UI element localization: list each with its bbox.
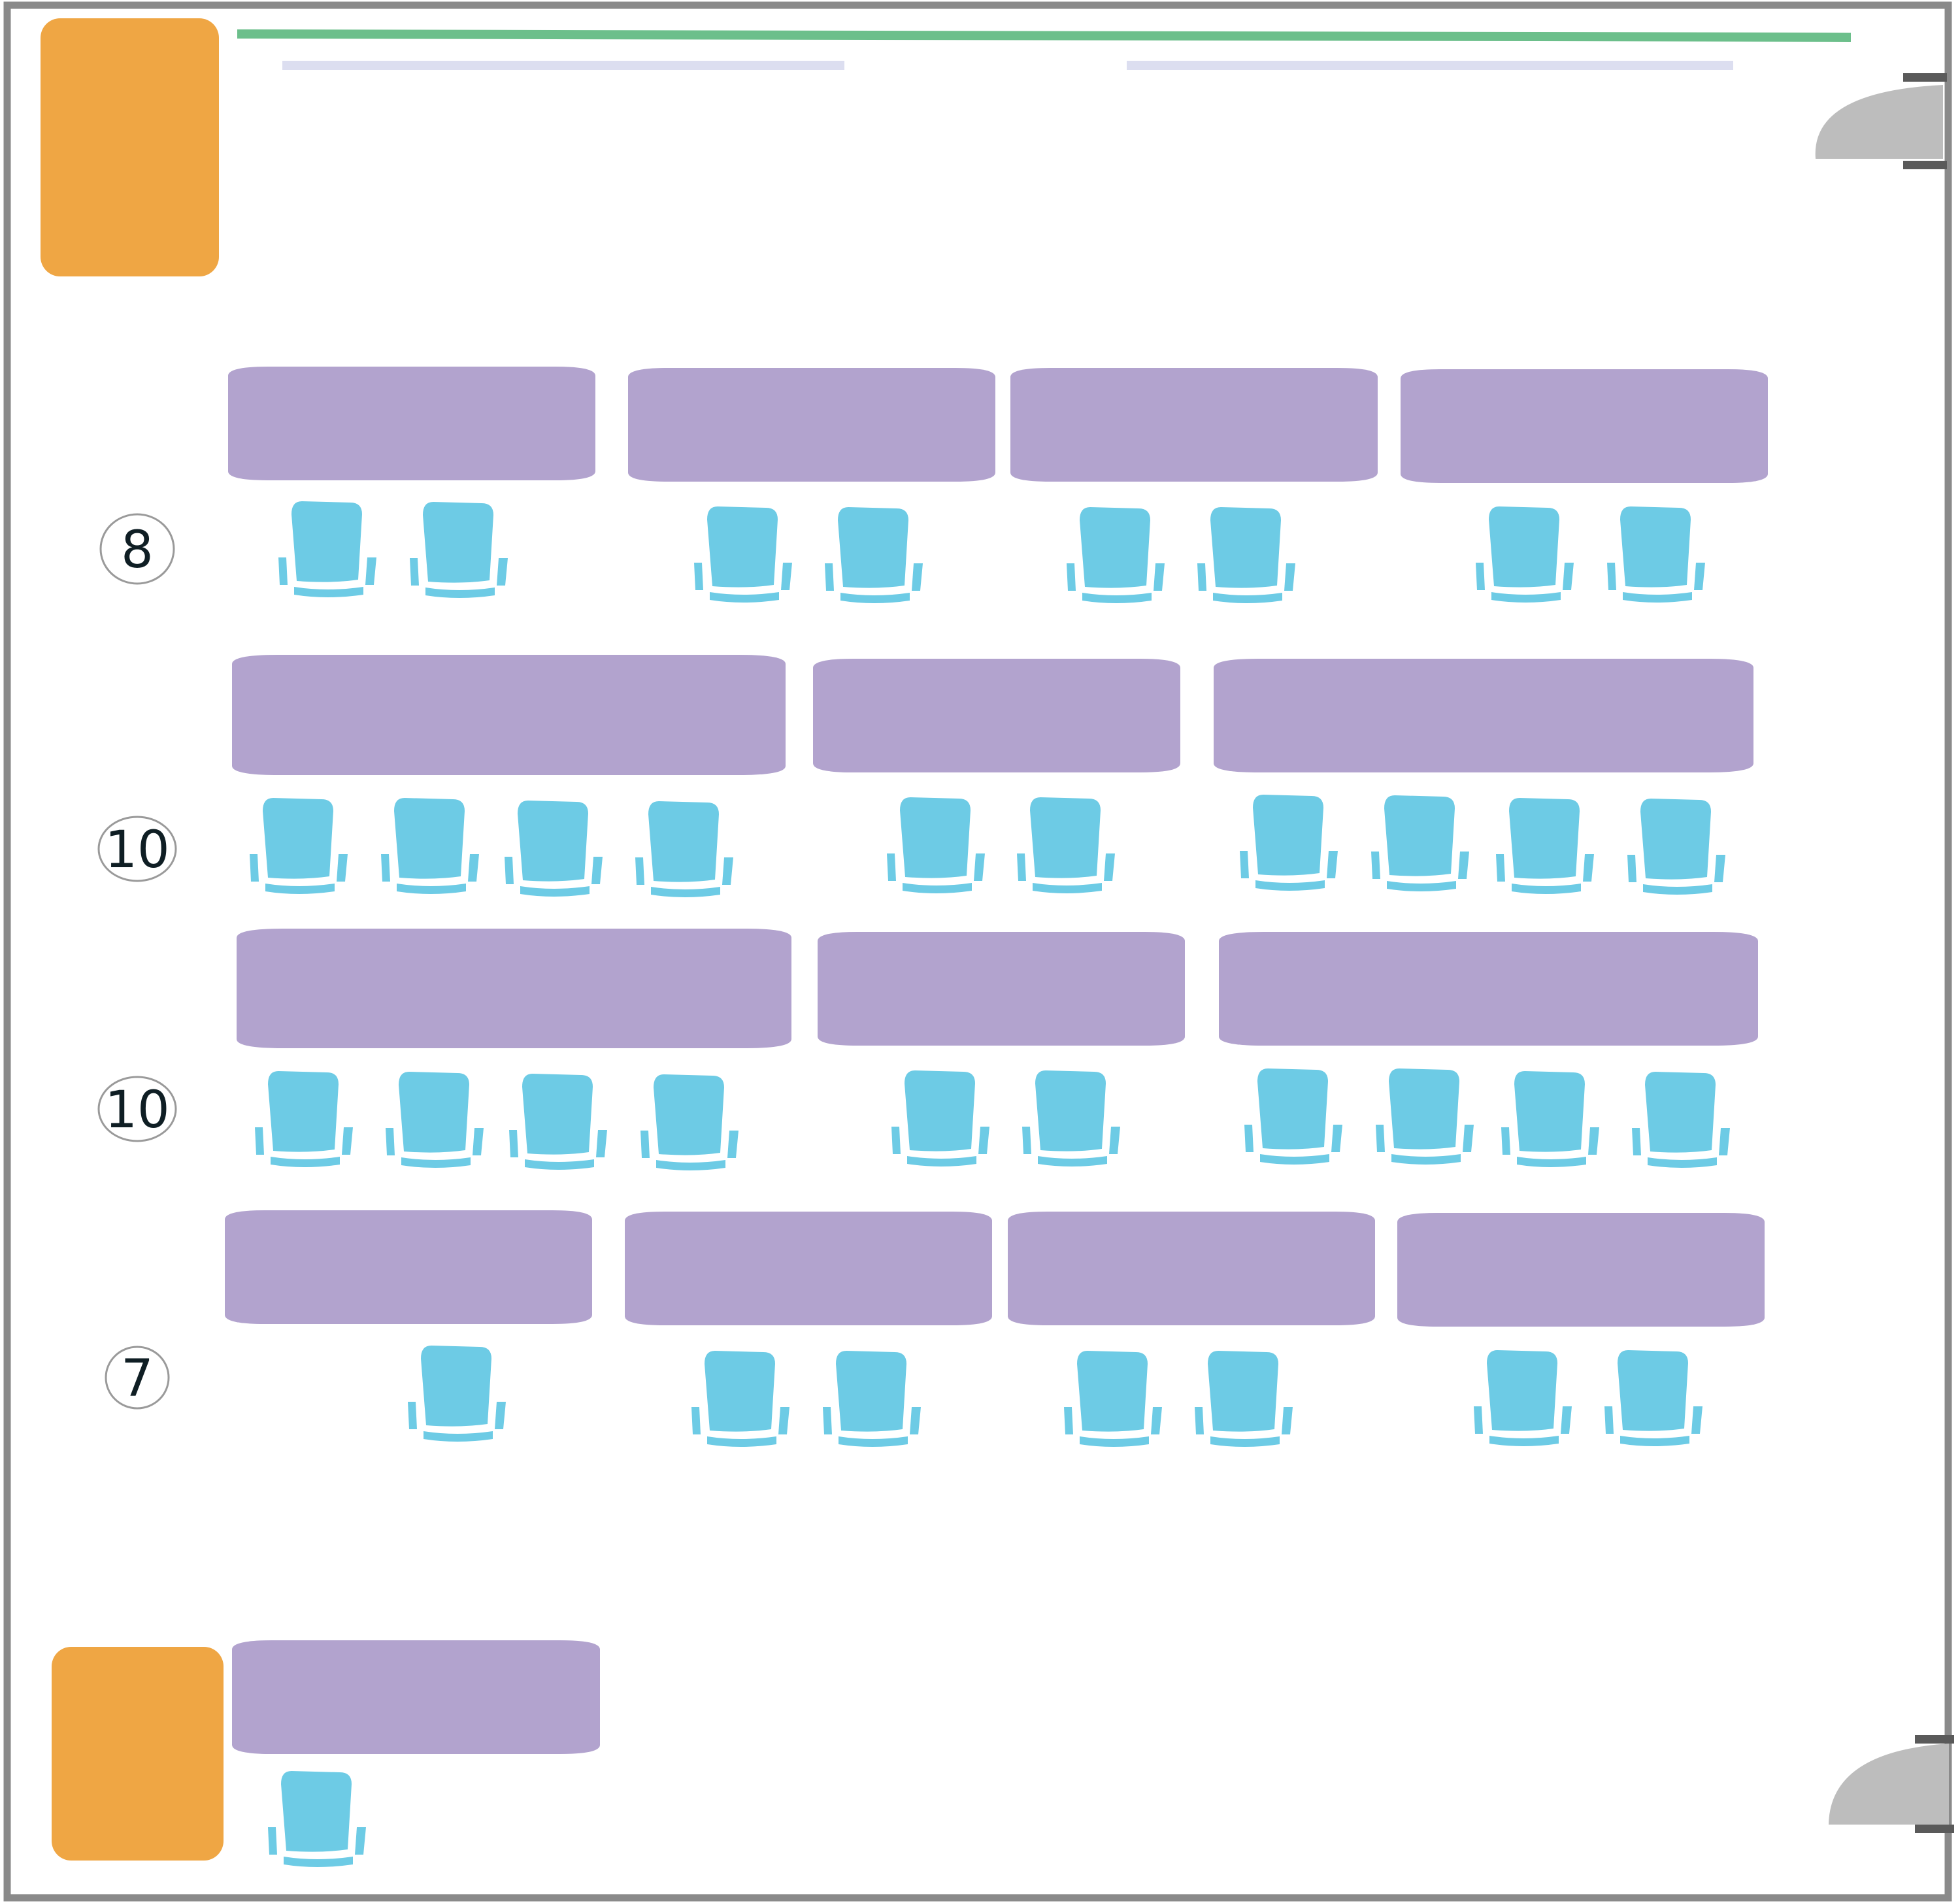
- chair[interactable]: [823, 1351, 921, 1447]
- chair[interactable]: [505, 801, 603, 897]
- chair[interactable]: [1022, 1070, 1120, 1167]
- chair[interactable]: [1371, 795, 1469, 891]
- chair[interactable]: [408, 1346, 506, 1442]
- row-count-badge: 8: [99, 513, 175, 585]
- chair[interactable]: [278, 501, 376, 597]
- student-table: [232, 655, 786, 775]
- row-count-badge: 10: [97, 1076, 177, 1142]
- chair[interactable]: [1195, 1351, 1293, 1447]
- student-table: [228, 367, 595, 480]
- chair[interactable]: [1244, 1068, 1342, 1165]
- student-table: [237, 929, 791, 1048]
- whiteboard: [237, 29, 1852, 42]
- chair[interactable]: [887, 797, 985, 893]
- teacher-chair[interactable]: [268, 1771, 366, 1867]
- chair[interactable]: [1604, 1350, 1703, 1446]
- cabinet-bottom: [52, 1647, 224, 1861]
- row-count-label: 7: [121, 1349, 154, 1408]
- student-table: [1010, 368, 1378, 482]
- chair[interactable]: [255, 1071, 353, 1167]
- student-table: [1214, 659, 1753, 772]
- door-top-right[interactable]: [1815, 73, 1947, 169]
- chair[interactable]: [1376, 1068, 1474, 1165]
- cabinet-top: [41, 18, 219, 276]
- student-table: [625, 1212, 992, 1325]
- chair[interactable]: [509, 1074, 607, 1170]
- chair[interactable]: [1240, 795, 1338, 891]
- student-table: [1401, 369, 1768, 483]
- chair[interactable]: [1474, 1350, 1572, 1446]
- chair[interactable]: [386, 1072, 484, 1168]
- chair[interactable]: [410, 502, 508, 598]
- chair[interactable]: [891, 1070, 989, 1167]
- chair[interactable]: [1607, 506, 1705, 603]
- chair[interactable]: [1627, 799, 1725, 895]
- room-wall: [3, 1, 1952, 1902]
- student-table: [1219, 932, 1758, 1046]
- row-count-label: 8: [121, 521, 154, 580]
- chair[interactable]: [691, 1351, 789, 1447]
- chair[interactable]: [825, 507, 923, 603]
- teacher-table: [232, 1640, 600, 1754]
- chair[interactable]: [694, 506, 792, 603]
- chair[interactable]: [1476, 506, 1574, 603]
- chair[interactable]: [381, 798, 479, 894]
- row-count-badge: 10: [97, 816, 177, 882]
- chair[interactable]: [1501, 1071, 1599, 1167]
- chair[interactable]: [250, 798, 348, 894]
- chair[interactable]: [1496, 798, 1594, 894]
- student-table: [813, 659, 1180, 772]
- row-count-label: 10: [105, 821, 169, 880]
- row-count-badge: 7: [105, 1346, 170, 1410]
- chair[interactable]: [1017, 797, 1115, 893]
- chair[interactable]: [1197, 507, 1295, 603]
- chair[interactable]: [1632, 1072, 1730, 1168]
- chair[interactable]: [1067, 507, 1165, 603]
- student-table: [818, 932, 1185, 1046]
- chair[interactable]: [1064, 1351, 1162, 1447]
- student-table: [1397, 1213, 1765, 1327]
- chair[interactable]: [640, 1074, 739, 1170]
- student-table: [1008, 1212, 1375, 1325]
- student-table: [225, 1210, 592, 1324]
- door-bottom-right[interactable]: [1829, 1735, 1954, 1833]
- row-count-label: 10: [105, 1081, 169, 1140]
- student-table: [628, 368, 995, 482]
- chair[interactable]: [635, 801, 733, 897]
